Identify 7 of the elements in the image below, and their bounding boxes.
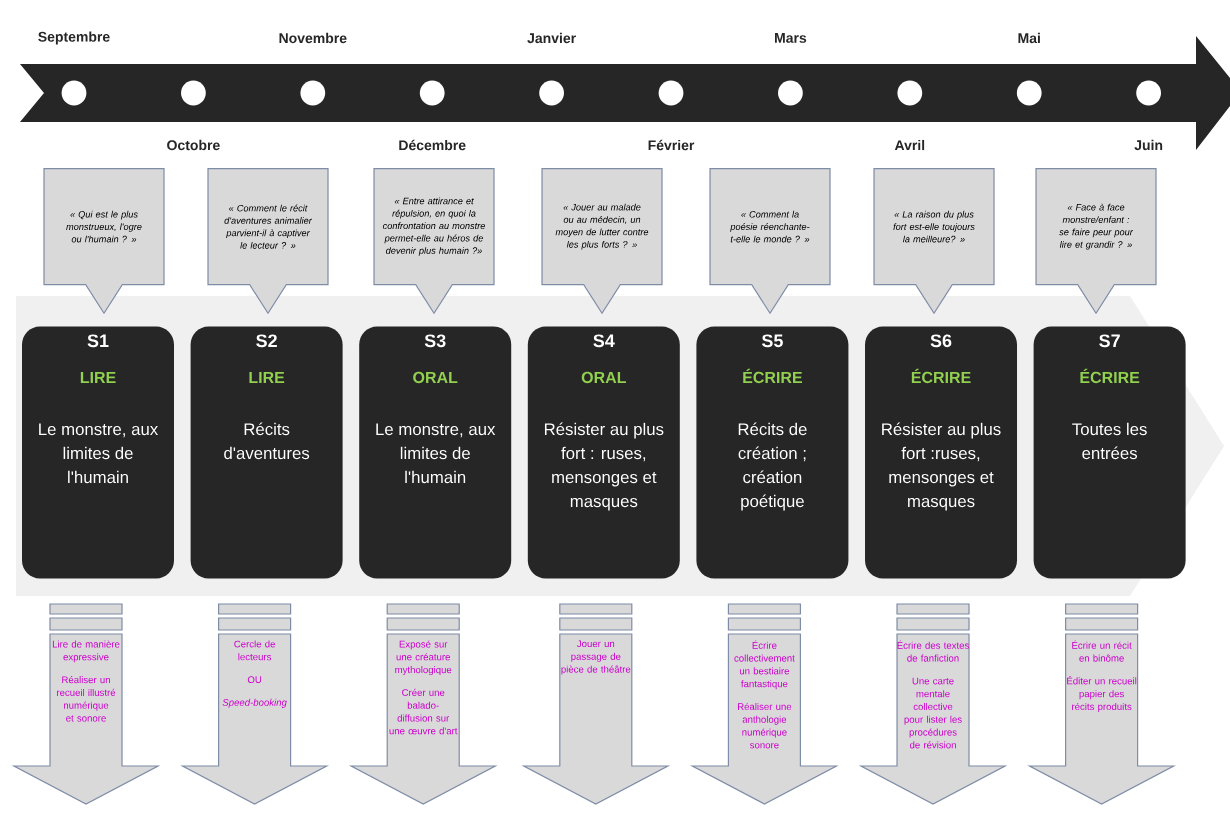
sequence-box: S5 ÉCRIRE Récits de création ; création poétique (696, 326, 849, 579)
sequence-box: S2 LIRE Récits d'aventures (190, 326, 343, 579)
sequence-box: S6 ÉCRIRE Résister au plus fort :ruses, mensonges et masques (865, 326, 1017, 579)
sequence-box: S1 LIRE Le monstre, aux limites de l'humain (22, 326, 174, 579)
sequence-box: S7 ÉCRIRE Toutes les entrées (1033, 326, 1186, 579)
sequence-box: S3 ORAL Le monstre, aux limites de l'humain (359, 326, 512, 579)
sequence-box: S4 ORAL Résister au plus fort : ruses, mensonges et masques (527, 326, 680, 579)
